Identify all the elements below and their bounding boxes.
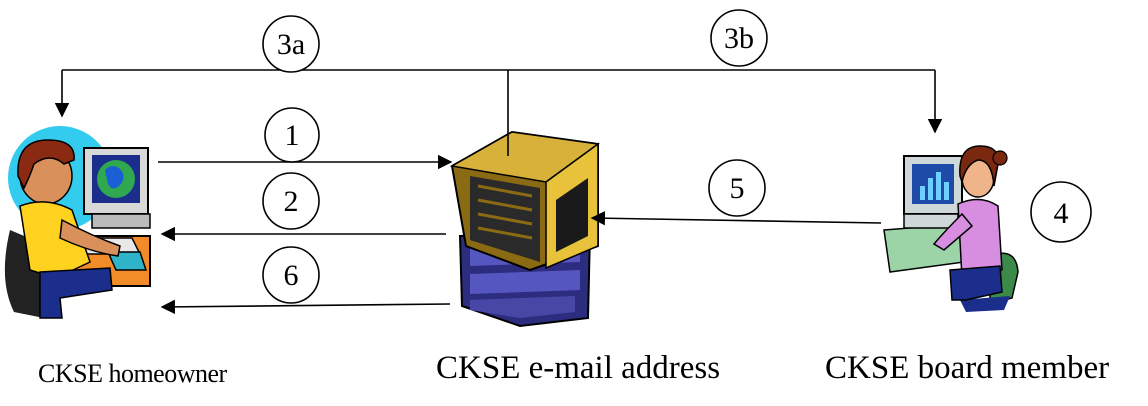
board-member-computer-icon — [883, 145, 1019, 312]
caption-board-member: CKSE board member — [825, 350, 1110, 386]
step-marker-1: 1 — [264, 107, 320, 163]
step-marker-3b: 3b — [710, 9, 768, 67]
step-label-4: 4 — [1054, 197, 1069, 230]
arrow-5 — [590, 211, 882, 226]
step-label-1: 1 — [285, 119, 300, 152]
step-label-6: 6 — [284, 259, 299, 292]
step-marker-3a: 3a — [262, 15, 320, 73]
homeowner-computer-icon — [4, 126, 151, 319]
caption-homeowner: CKSE homeowner — [38, 359, 227, 388]
step-label-3a: 3a — [277, 28, 305, 61]
step-label-2: 2 — [284, 185, 299, 218]
step-label-3b: 3b — [724, 22, 754, 55]
connectors — [54, 69, 943, 315]
email-server-icon — [449, 130, 600, 328]
step-marker-6: 6 — [262, 246, 320, 304]
caption-email-address: CKSE e-mail address — [436, 350, 721, 386]
step-marker-4: 4 — [1030, 181, 1092, 243]
step-marker-5: 5 — [708, 159, 766, 217]
arrow-6 — [160, 299, 451, 315]
step-marker-2: 2 — [262, 172, 320, 230]
step-label-5: 5 — [730, 172, 745, 205]
